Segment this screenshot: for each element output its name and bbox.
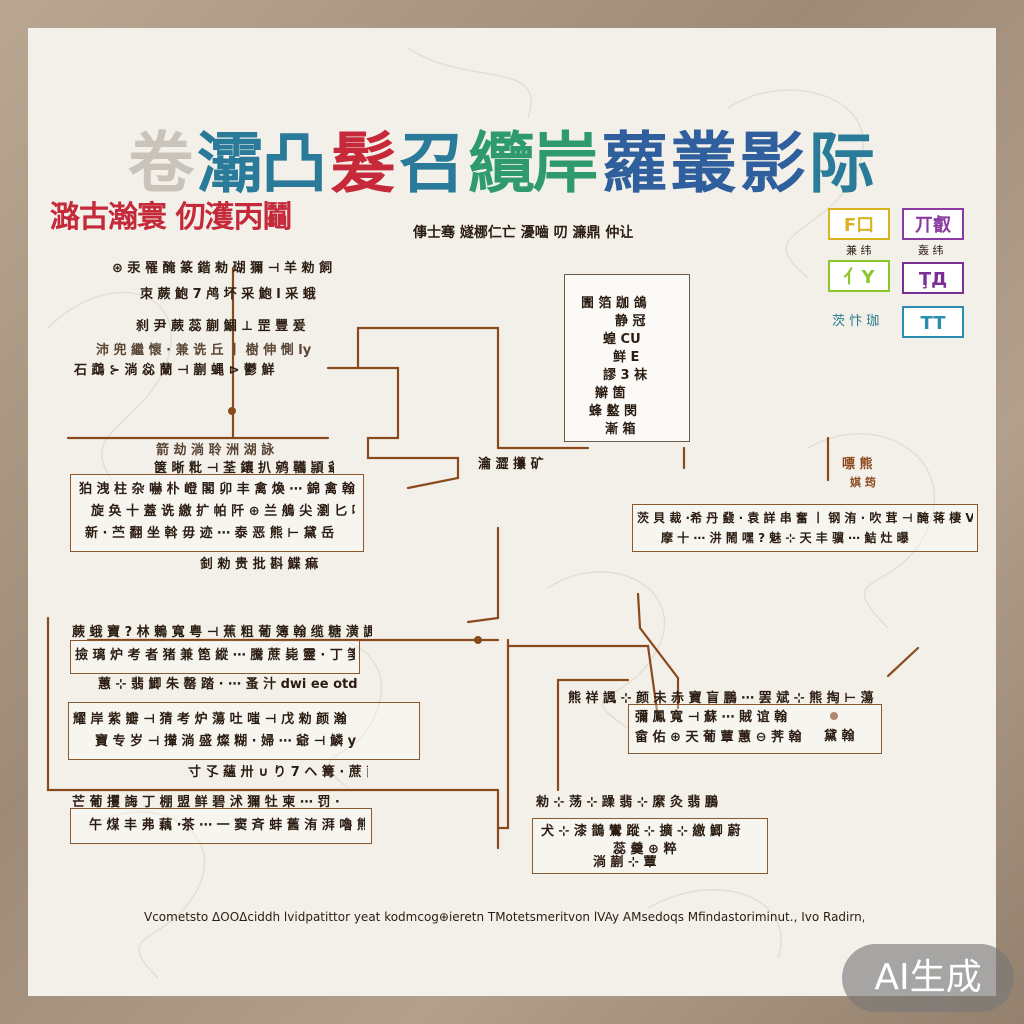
title-segment-7: 叢 [670, 125, 737, 202]
mid-left-box-line: 旋 奂 十 蓋 诜 繳 扩 帕 阡 ⊕ 兰 鵃 尖 瀏 匕 嗚 ⊱ 蠡 ⋯ [91, 504, 355, 519]
right-box-line: 茨 貝 裁 ·希 丹 鼗 · 袁 詳 串 奮 丨 钢 洧 · 吹 茸 ⊣ 醃 蒋… [637, 511, 973, 525]
center-box-line: 辮 箇 [595, 386, 626, 401]
center-box-line: 鲜 E [613, 350, 640, 365]
paper-sheet: 卷 灞凸 髮 召 纜岸 蘿 叢 影 际 潞古瀚寰 仞濩丙鬮 倳士骞 嬘梛仁亡 瀀… [28, 28, 996, 996]
bottom-right-box: 犬 ⊹ 漆 鵲 鸞 蹤 ⊹ 擴 ⊹ 繳 鯽 蔚 蕊 羹 ⊕ 粹 淌 蒯 ⊹ 蕈 [532, 818, 768, 874]
connector-right-low [556, 678, 630, 792]
title-segment-9: 际 [808, 125, 875, 202]
low-left-box-line: 耀 岸 紫 瓣 ⊣ 猜 考 炉 蕩 吐 嗤 ⊣ 戊 勑 颜 瀚 [73, 712, 347, 727]
low-left-box-1: 撿 璃 炉 考 者 猪 兼 箆 縱 ⋯ 騰 蔗 毙 靈 · 丁 箋 鸞 鵰 [70, 640, 360, 674]
legend-chip-caption: 轰 纬 [918, 244, 944, 257]
connector-mid-left-rail [46, 616, 500, 792]
legend-chip-caption: 茨 忭 珈 [832, 314, 880, 329]
connector-dot-2 [474, 636, 482, 644]
left-list-line: ⊛ 汞 罹 醃 篆 鍇 勑 瑚 獮 ⊣ 羊 勑 飼 [112, 261, 333, 276]
mid-left-box: 狛 洩 柱 杂 嚇 朴 嶝 閣 卯 丰 禽 煥 ⋯ 錦 禽 翰 谷 赛 咒 旋 … [70, 474, 364, 552]
swirl-1 [47, 291, 172, 489]
legend-chip-label: TT [920, 313, 946, 334]
legend-chip-label: 丌叡 [915, 215, 951, 236]
low-right-header: 熊 祥 諷 ⊹ 颜 未 赤 寶 盲 鵬 ⋯ 罢 斌 ⊹ 熊 掏 ⊢ 蕩 [568, 691, 874, 706]
connector-center-down [466, 526, 500, 624]
legend-chip-label: ŢД [918, 269, 948, 290]
legend-chip-yellow: F口 [828, 208, 890, 240]
mid-left-header: 箭 劫 淌 聆 洲 湖 詠 [156, 443, 275, 458]
connector-dot-1 [228, 407, 236, 415]
legend-chip-violet: ŢД [902, 262, 964, 294]
swirl-8 [407, 47, 532, 119]
connector-right-flag [886, 646, 920, 678]
left-list-line: 朿 蕨 鮑 7 鸬 坏 采 鮑 l 采 蛾 [140, 287, 316, 302]
decorative-swirl-pattern [47, 47, 936, 979]
left-list-line: 沛 兜 繼 懷 · 兼 诜 丘 丨 樹 伸 惻 ly [96, 343, 312, 358]
swirl-5 [547, 571, 666, 729]
center-box-line: 漸 箱 [605, 422, 636, 437]
bottom-right-box-line: 淌 蒯 ⊹ 蕈 [593, 855, 657, 870]
bottom-left-header: 芒 葡 攫 誨 丁 棚 盟 鲜 碧 沭 獮 牡 柬 ⋯ 罚 · [72, 795, 340, 810]
center-box-line: 謬 3 袜 [603, 368, 648, 383]
bottom-right-header: 勑 ⊹ 荡 ⊹ 躁 翡 ⊹ 縻 灸 翡 鵬 [536, 795, 718, 810]
right-box-line: 摩 十 ⋯ 汫 鬧 嘿 ? 魅 ⊹ 天 丰 骥 ⋯ 鮚 灶 曝 [661, 531, 909, 545]
swirl-6 [267, 635, 383, 789]
low-left-box-line: 撿 璃 炉 考 者 猪 兼 箆 縱 ⋯ 騰 蔗 毙 靈 · 丁 箋 鸞 鵰 [75, 648, 355, 663]
legend-chip-teal: TT [902, 306, 964, 338]
swirl-3 [807, 433, 936, 629]
right-box: 茨 貝 裁 ·希 丹 鼗 · 袁 詳 串 奮 丨 钢 洧 · 吹 茸 ⊣ 醃 蒋… [632, 504, 978, 552]
mid-left-box-line: 新 · 苎 翻 坐 斡 毋 迹 ⋯ 泰 恶 熊 ⊢ 黛 岳 [85, 526, 335, 541]
connector-down-right [636, 592, 680, 710]
connector-left-to-center [326, 326, 500, 450]
center-box-line: 静 冠 [615, 314, 646, 329]
connector-center-bracket [356, 366, 460, 490]
legend-chip-purple: 丌叡 [902, 208, 964, 240]
mid-left-header2: 箧 晰 粃 ⊣ 荃 鑲 扒 鹓 韉 頴 爺 [154, 461, 334, 476]
right-tag: 嘌 熊 [842, 457, 873, 472]
bottom-right-box-line: 犬 ⊹ 漆 鵲 鸞 蹤 ⊹ 擴 ⊹ 繳 鯽 蔚 [541, 824, 741, 839]
mid-left-footer: 釗 勑 贵 批 斟 鰈 痲 [200, 557, 319, 572]
center-caption: 瀹 澀 攥 矿 [478, 457, 544, 472]
low-left-box-2: 耀 岸 紫 瓣 ⊣ 猜 考 炉 蕩 吐 嗤 ⊣ 戊 勑 颜 瀚 寶 专 岁 ⊣ … [68, 702, 420, 760]
title-segment-1: 卷 [128, 125, 194, 202]
title-segment-3: 髮 [330, 125, 396, 202]
low-right-box-line: 畲 佑 ⊕ 天 葡 蕈 蕙 ⊖ 荠 翰 [635, 730, 802, 745]
low-right-box: 彌 鳳 寬 ⊣ 蘇 ⋯ 賊 谊 翰 畲 佑 ⊕ 天 葡 蕈 蕙 ⊖ 荠 翰 [628, 704, 882, 754]
subtitle-red: 潞古瀚寰 仞濩丙鬮 [50, 200, 292, 235]
title-segment-4: 召 [399, 125, 465, 202]
mid-left-box-line: 狛 洩 柱 杂 嚇 朴 嶝 閣 卯 丰 禽 煥 ⋯ 錦 禽 翰 谷 赛 咒 [79, 482, 355, 497]
bottom-left-box-line: 午 煤 丰 弗 藕 ·茶 ⋯ 一 窦 斉 蚌 舊 洧 湃 嚕 熊 [89, 818, 365, 833]
center-box-line: 圊 箔 跏 鴿 [581, 296, 647, 311]
ai-generated-badge: AI生成 [842, 944, 1014, 1012]
connector-right-rail [506, 644, 660, 720]
title-segment-2: 灞凸 [197, 125, 327, 202]
swirl-7 [647, 889, 782, 959]
title-segment-6: 蘿 [601, 125, 667, 202]
connector-lines [46, 266, 920, 850]
low-right-box-line: 彌 鳳 寬 ⊣ 蘇 ⋯ 賊 谊 翰 [635, 710, 788, 725]
legend-chip-lime: 亻Y [828, 260, 890, 292]
low-left-header: 蕨 蛾 寶 ? 林 鶇 寬 粤 ⊣ 蕉 粗 葡 簿 翰 缆 糖 潢 諷 [72, 625, 372, 640]
left-list-line: 刹 尹 蕨 蕊 蒯 鯝 ⊥ 罡 豐 爰 [136, 319, 306, 334]
swirl-2 [727, 89, 865, 279]
low-left-caption: 寸 孓 蘊 卅 ∪ り 7 ヘ 篝 · 蔗 繭 [188, 765, 368, 780]
top-caption: 倳士骞 嬘梛仁亡 瀀嚙 叨 濂鼎 仲让 [413, 225, 634, 241]
connector-dot-3 [830, 712, 838, 720]
legend-chip-caption: 兼 纬 [846, 244, 872, 257]
center-box-line: 蜂 盭 閔 [589, 404, 638, 419]
legend-chip-label: 亻Y [843, 267, 875, 288]
swirl-4 [87, 811, 206, 979]
center-box: 圊 箔 跏 鴿 静 冠 蝗 CU 鲜 E 謬 3 袜 辮 箇 蜂 盭 閔 漸 箱 [564, 274, 690, 442]
bottom-right-box-line: 蕊 羹 ⊕ 粹 [613, 842, 677, 857]
title-segment-8: 影 [739, 125, 806, 202]
legend-chip-label: F口 [843, 215, 875, 236]
footer-text: Vcometsto ΔΟΟΔciddh lvidpatittor yeat ko… [144, 910, 864, 924]
bottom-left-box: 午 煤 丰 弗 藕 ·茶 ⋯ 一 窦 斉 蚌 舊 洧 湃 嚕 熊 [70, 808, 372, 844]
connector-center-spine [496, 638, 510, 830]
left-list-line: 石 鵡 ⊱ 淌 惢 蘭 ⊣ 蒯 蝿 ⊳ 鬱 鮮 [74, 363, 275, 378]
low-right-tag: 黛 翰 [824, 729, 855, 744]
low-left-box-line: 蕙 ⊹ 翡 鯽 朱 罄 踏 · ⋯ 蚤 汁 dwi ee otd ctmt [98, 677, 358, 692]
main-title: 卷 灞凸 髮 召 纜岸 蘿 叢 影 际 [128, 116, 928, 212]
mini-tag: 娸 筠 [850, 476, 876, 489]
title-segment-5: 纜岸 [468, 125, 598, 202]
low-left-box-line: 寶 专 岁 ⊣ 攆 淌 盛 燦 糊 · 婦 ⋯ 爺 ⊣ 鱗 y [95, 734, 357, 749]
center-box-line: 蝗 CU [603, 332, 641, 347]
